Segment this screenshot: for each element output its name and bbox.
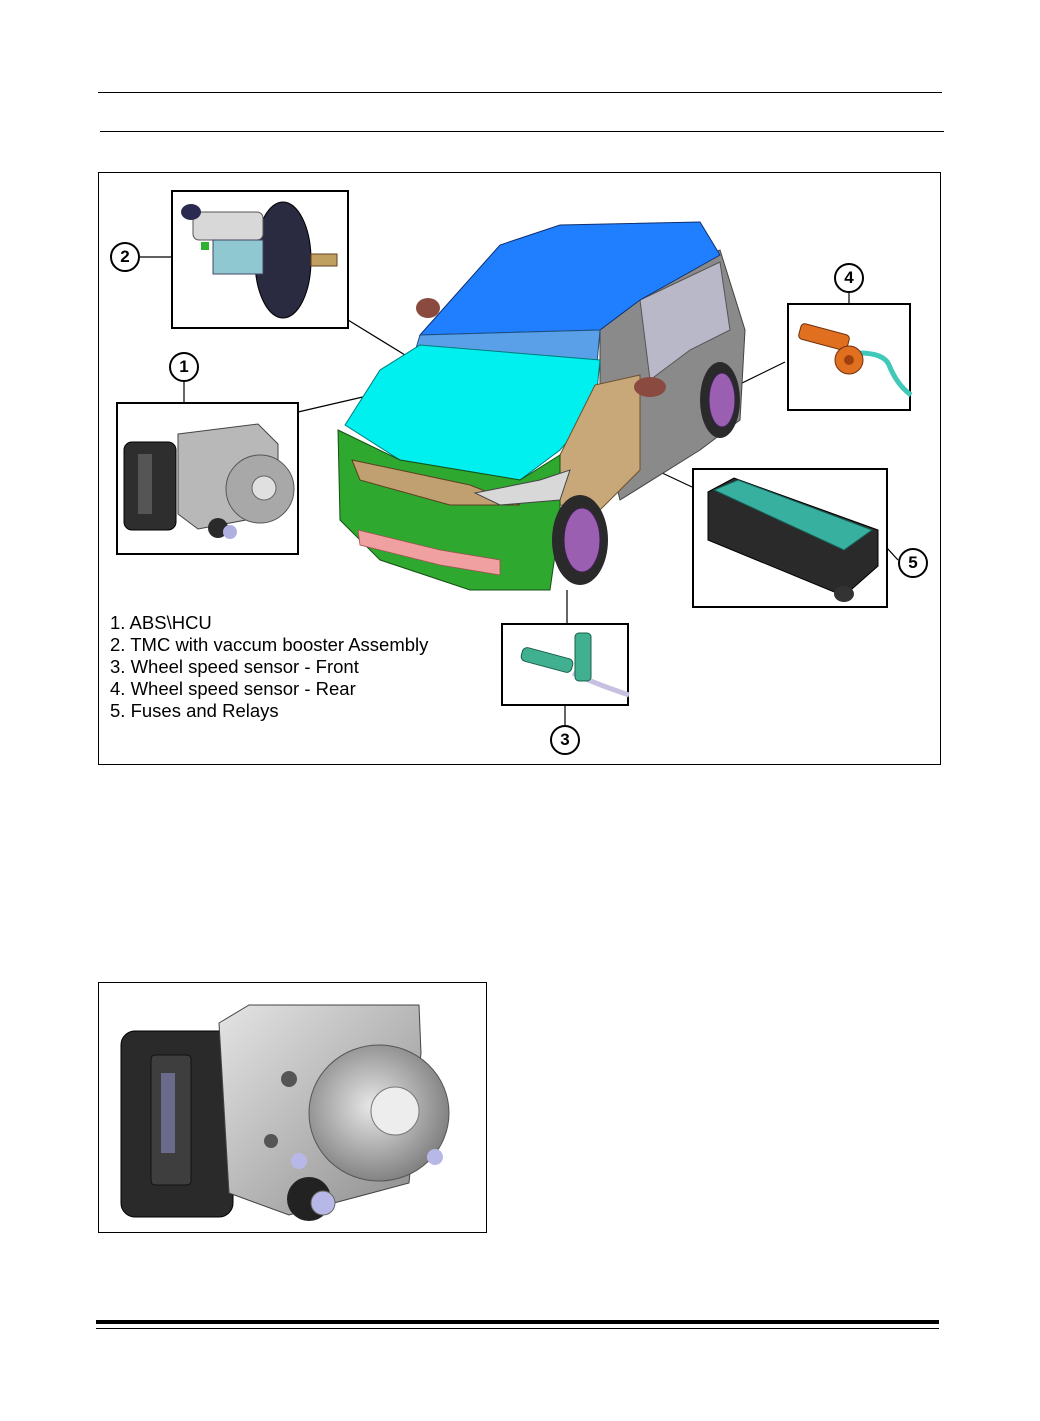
inset-front-sensor <box>501 623 630 706</box>
header-rule-top <box>98 92 942 93</box>
legend-item-1: 1. ABS\HCU <box>110 612 212 633</box>
callout-1: 1 <box>169 352 199 382</box>
car-illustration <box>337 221 746 591</box>
abs-hcu-figure <box>98 982 487 1233</box>
callout-5: 5 <box>898 548 928 578</box>
fuse-relay-box <box>707 477 879 602</box>
abs-hcu-unit-large <box>120 1004 450 1221</box>
inset-abs-hcu <box>116 402 299 555</box>
callout-4: 4 <box>834 263 864 293</box>
inset-tmc-booster <box>171 190 349 329</box>
legend-item-2: 2. TMC with vaccum booster Assembly <box>110 634 429 655</box>
inset-fuse-box <box>692 468 888 608</box>
abs-hcu-unit <box>123 423 295 539</box>
wheel-speed-sensor-rear <box>798 323 913 398</box>
wheel-speed-sensor-front <box>520 632 630 698</box>
legend-item-3: 3. Wheel speed sensor - Front <box>110 656 359 677</box>
tmc-booster <box>181 201 338 319</box>
inset-rear-sensor <box>787 303 913 411</box>
legend-item-4: 4. Wheel speed sensor - Rear <box>110 678 356 699</box>
footer-rule-thick <box>96 1320 939 1324</box>
callout-2: 2 <box>110 242 140 272</box>
footer-rule-thin <box>96 1328 939 1329</box>
callout-3: 3 <box>550 725 580 755</box>
header-rule-bottom <box>100 131 944 132</box>
legend-item-5: 5. Fuses and Relays <box>110 700 279 721</box>
component-legend: 1. ABS\HCU 2. TMC with vaccum booster As… <box>110 612 428 722</box>
